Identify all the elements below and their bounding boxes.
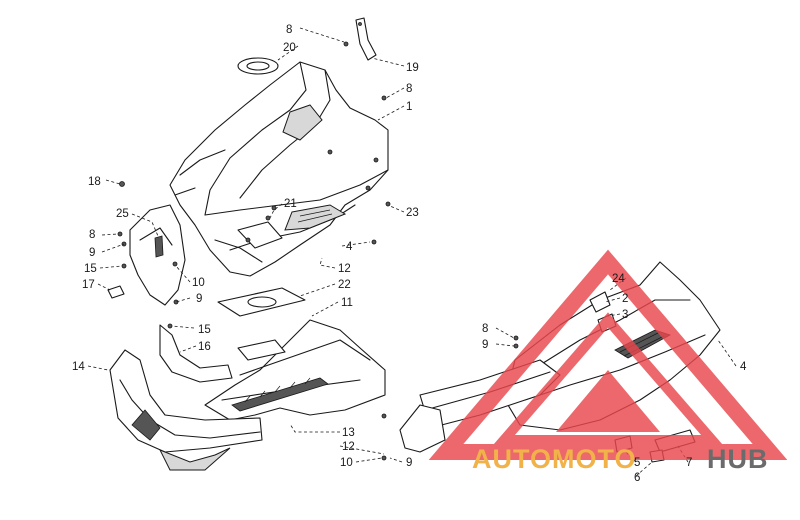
callout-label: 8 bbox=[482, 323, 488, 335]
callout-label: 20 bbox=[283, 42, 296, 54]
watermark-triangle-inner bbox=[493, 312, 723, 445]
part-gasket-ring bbox=[237, 57, 279, 75]
callout-label: 24 bbox=[612, 273, 625, 285]
callout-label: 2 bbox=[622, 293, 628, 305]
watermark-logo bbox=[428, 249, 788, 460]
callout-label: 1 bbox=[406, 101, 412, 113]
callout-label: 3 bbox=[622, 309, 628, 321]
part-access-plate bbox=[217, 287, 306, 317]
watermark-triangle-outer bbox=[428, 249, 788, 460]
part-left-side-panel bbox=[107, 204, 186, 306]
part-right-side-panel bbox=[504, 261, 721, 431]
callout-label: 8 bbox=[286, 24, 292, 36]
callout-label: 6 bbox=[634, 472, 640, 484]
callout-label: 12 bbox=[342, 441, 355, 453]
part-curved-trim bbox=[159, 324, 233, 383]
hardware-fasteners bbox=[117, 41, 519, 461]
part-lower-pan bbox=[204, 319, 386, 421]
watermark-triangle-core bbox=[556, 370, 660, 432]
callout-label: 9 bbox=[89, 247, 95, 259]
callout-label: 12 bbox=[338, 263, 351, 275]
callout-label: 9 bbox=[406, 457, 412, 469]
watermark-text: AUTOMOTO HUB bbox=[472, 444, 769, 474]
callout-labels: 8 20 19 8 1 18 21 23 25 8 9 4 15 12 10 1… bbox=[72, 24, 747, 484]
watermark-text-hub: HUB bbox=[707, 444, 769, 474]
callout-label: 10 bbox=[340, 457, 353, 469]
callout-label: 5 bbox=[634, 457, 640, 469]
callout-label: 8 bbox=[406, 83, 412, 95]
callout-label: 25 bbox=[116, 208, 129, 220]
callout-label: 22 bbox=[338, 279, 351, 291]
callout-label: 21 bbox=[284, 198, 297, 210]
part-front-bumper bbox=[109, 349, 263, 471]
callout-label: 19 bbox=[406, 62, 419, 74]
part-upper-console bbox=[169, 61, 389, 277]
callout-label: 9 bbox=[482, 339, 488, 351]
callout-label: 16 bbox=[198, 341, 211, 353]
watermark-text-automoto: AUTOMOTO bbox=[472, 444, 637, 474]
callout-label: 15 bbox=[198, 324, 211, 336]
callout-label: 15 bbox=[84, 263, 97, 275]
callout-label: 23 bbox=[406, 207, 419, 219]
callout-label: 10 bbox=[192, 277, 205, 289]
callout-label: 17 bbox=[82, 279, 95, 291]
callout-label: 11 bbox=[341, 297, 353, 309]
callout-label: 4 bbox=[346, 241, 353, 253]
callout-label: 4 bbox=[740, 361, 747, 373]
callout-label: 9 bbox=[196, 293, 202, 305]
callout-label: 7 bbox=[686, 457, 692, 469]
callout-label: 14 bbox=[72, 361, 85, 373]
callout-label: 18 bbox=[88, 176, 101, 188]
part-bracket bbox=[355, 17, 377, 61]
callout-label: 8 bbox=[89, 229, 95, 241]
callout-label: 13 bbox=[342, 427, 355, 439]
